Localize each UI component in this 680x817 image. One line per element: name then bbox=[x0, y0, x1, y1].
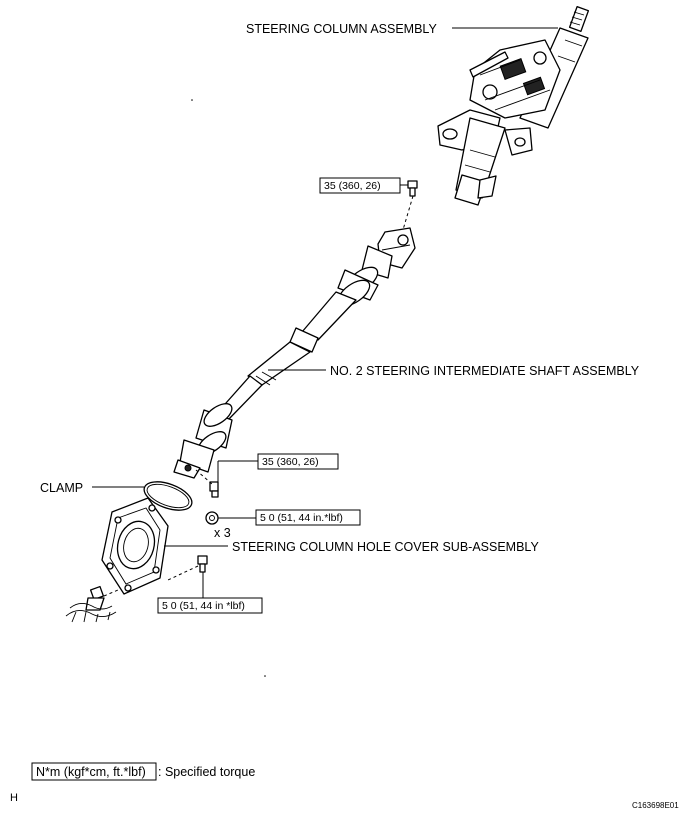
clamp-label: CLAMP bbox=[40, 481, 83, 495]
intermediate-shaft-label: NO. 2 STEERING INTERMEDIATE SHAFT ASSEMB… bbox=[330, 364, 640, 378]
nut-torque-box bbox=[255, 509, 361, 526]
steering-gear-stub bbox=[65, 585, 117, 623]
legend-description: : Specified torque bbox=[158, 765, 255, 779]
steering-column-assembly-label: STEERING COLUMN ASSEMBLY bbox=[246, 22, 437, 36]
legend-torque-units: N*m (kgf*cm, ft.*lbf) bbox=[36, 765, 146, 779]
lower-torque-value: 35 (360, 26) bbox=[262, 456, 319, 468]
figure-id: C163698E01 bbox=[632, 801, 679, 810]
intermediate-shaft-drawing bbox=[173, 227, 416, 479]
cover-bolt-torque-value: 5 0 (51, 44 in *lbf) bbox=[162, 600, 245, 612]
hole-cover-label: STEERING COLUMN HOLE COVER SUB-ASSEMBLY bbox=[232, 540, 539, 554]
nut-torque-value: 5 0 (51, 44 in.*lbf) bbox=[260, 512, 343, 524]
upper-torque-value: 35 (360, 26) bbox=[324, 180, 381, 192]
mounting-nut bbox=[205, 511, 219, 525]
upper-bolt bbox=[407, 180, 418, 197]
clamp-ring bbox=[143, 481, 193, 511]
torque-legend: N*m (kgf*cm, ft.*lbf) : Specified torque bbox=[31, 762, 255, 781]
lower-bolt bbox=[209, 481, 219, 498]
nut-quantity: x 3 bbox=[214, 526, 231, 540]
cover-bolt-torque-box bbox=[157, 597, 263, 614]
hole-cover-drawing bbox=[101, 497, 169, 595]
steering-column-assembly-drawing bbox=[437, 5, 590, 206]
cover-bolt bbox=[197, 555, 208, 573]
corner-letter: H bbox=[10, 792, 18, 804]
lower-torque-box bbox=[257, 453, 339, 470]
legend-torque-box bbox=[31, 762, 157, 781]
